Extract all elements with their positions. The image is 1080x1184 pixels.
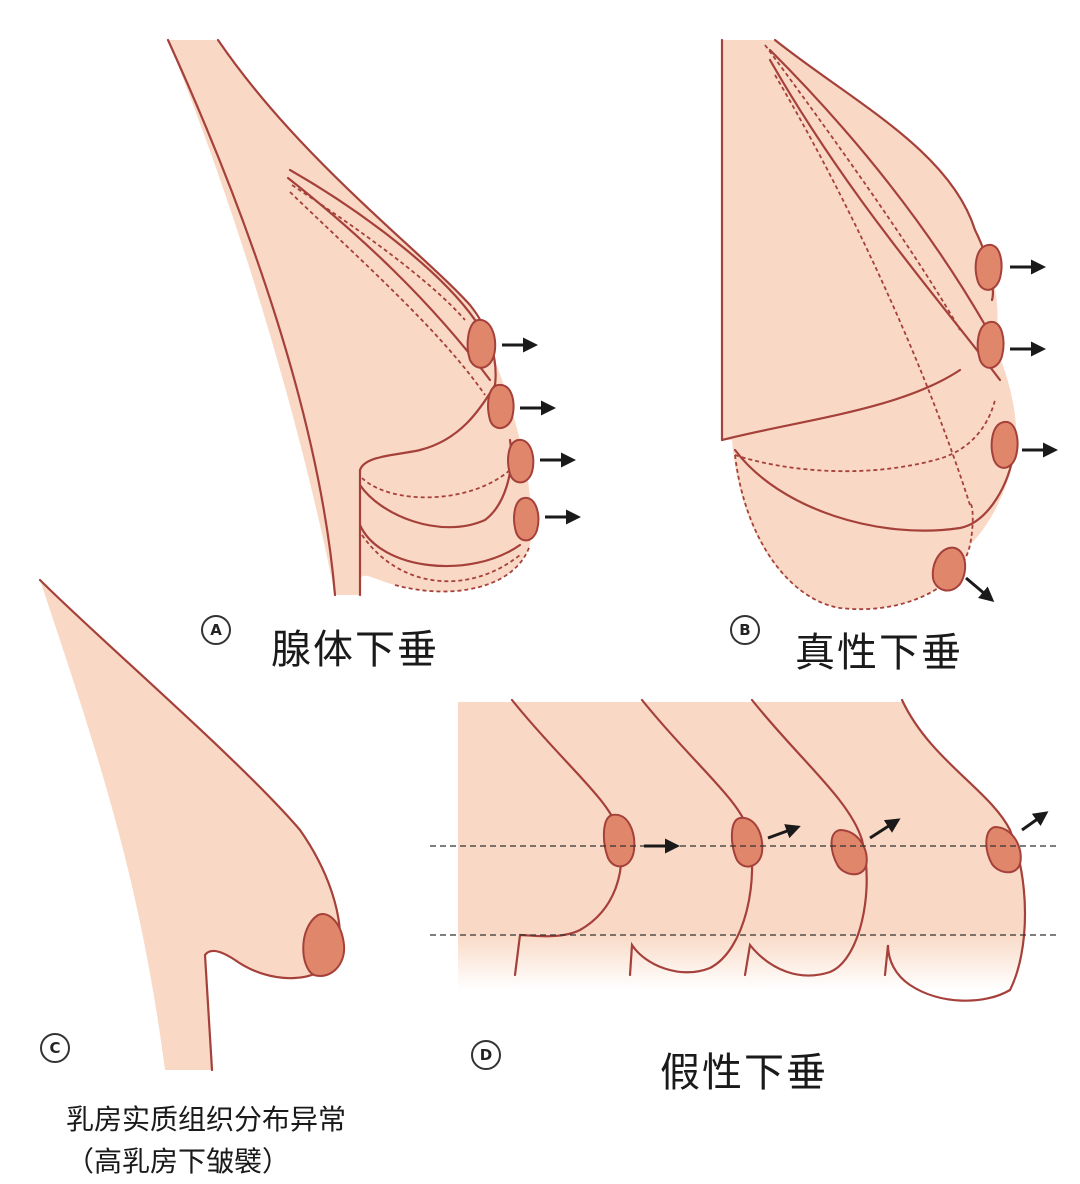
panel-c-illustration xyxy=(38,578,346,1072)
panel-d-title: 假性下垂 xyxy=(660,1050,828,1096)
panel-d-illustration xyxy=(430,698,1058,1002)
panel-a-badge: A xyxy=(201,615,231,645)
panel-b-badge: B xyxy=(730,615,760,645)
panel-b-torso xyxy=(722,40,1017,610)
panel-c-badge: C xyxy=(40,1033,70,1063)
panel-b-illustration xyxy=(720,38,1058,610)
panel-c-torso xyxy=(40,580,341,1070)
panel-c-caption-line2: （高乳房下皱襞） xyxy=(66,1145,291,1178)
panel-a-title: 腺体下垂 xyxy=(271,627,439,673)
panel-a-torso xyxy=(168,40,532,595)
panel-a-illustration xyxy=(166,38,581,597)
panel-c-caption-line1: 乳房实质组织分布异常 xyxy=(66,1103,347,1136)
panel-b-title: 真性下垂 xyxy=(795,630,963,676)
panel-d-badge: D xyxy=(471,1040,501,1070)
